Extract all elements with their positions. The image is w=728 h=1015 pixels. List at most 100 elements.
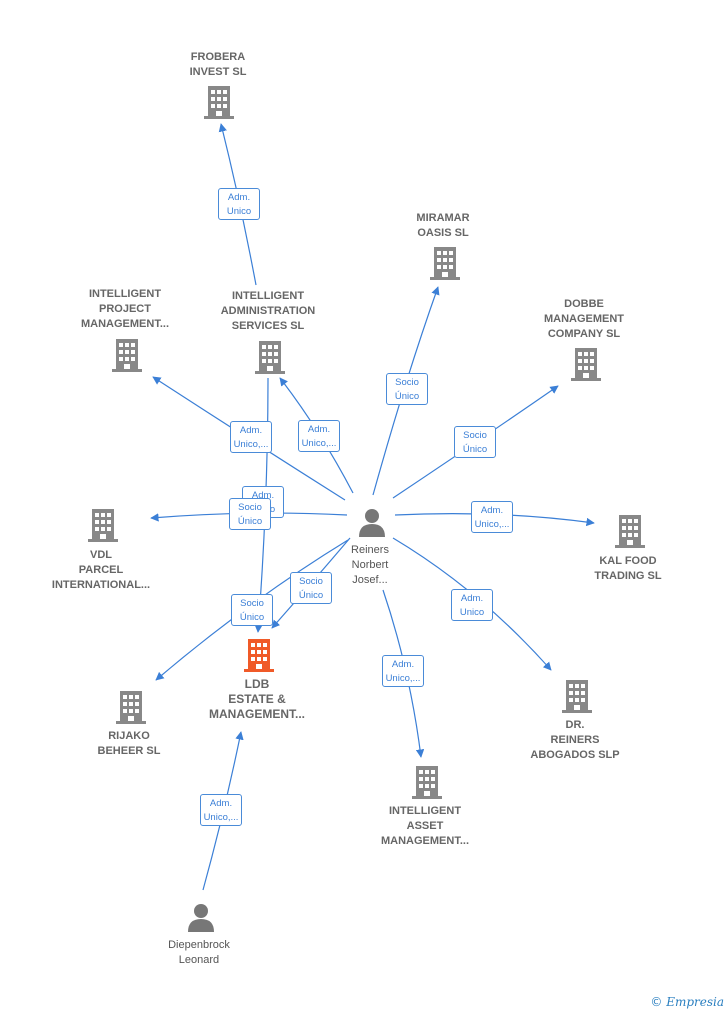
edge-label-ldb[interactable]: Socio Único [290, 572, 332, 604]
edge-label-rijako[interactable]: Socio Único [231, 594, 273, 626]
label-line: INVEST SL [189, 66, 247, 78]
edge-label-kal[interactable]: Adm. Unico,... [471, 501, 513, 533]
building-icon [112, 339, 142, 372]
company-label-intelligent-asset: INTELLIGENT ASSET MANAGEMENT... [381, 804, 469, 849]
edge-label-line: Adm. [391, 659, 415, 670]
company-ldb-focus[interactable] [244, 637, 274, 678]
company-rijako[interactable] [116, 689, 146, 730]
label-line: PROJECT [99, 303, 151, 315]
person-icon [188, 904, 214, 932]
building-icon [430, 247, 460, 280]
building-icon [615, 515, 645, 548]
edge-label-drreiners[interactable]: Adm. Unico [451, 589, 493, 621]
label-line: BEHEER SL [97, 745, 161, 757]
edge-label-line: Socio [395, 377, 419, 388]
company-label-dr-reiners: DR. REINERS ABOGADOS SLP [530, 718, 619, 763]
edge-label-line: Adm. [460, 593, 484, 604]
company-label-miramar: MIRAMAR OASIS SL [416, 211, 469, 241]
edge-label-line: Unico,... [233, 439, 269, 450]
edge-label-vdl[interactable]: Socio Único [229, 498, 271, 530]
edge-label-line: Único [394, 391, 420, 402]
company-label-intelligent-admin: INTELLIGENT ADMINISTRATION SERVICES SL [221, 289, 316, 334]
label-line: COMPANY SL [547, 328, 621, 340]
building-icon [571, 348, 601, 381]
person-reiners[interactable] [357, 507, 387, 542]
building-icon [255, 341, 285, 374]
edge-label-diepenbrock[interactable]: Adm. Unico,... [200, 794, 242, 826]
edge-label-line: Único [298, 590, 324, 601]
label-line: INTELLIGENT [88, 288, 162, 300]
edge-label-miramar[interactable]: Socio Único [386, 373, 428, 405]
brand-name: Empresia [666, 995, 724, 1009]
label-line: SERVICES SL [231, 320, 305, 332]
empresia-logo: © Empresia [650, 995, 724, 1009]
label-line: ADMINISTRATION [220, 305, 316, 317]
company-dr-reiners[interactable] [562, 678, 592, 719]
building-icon [204, 86, 234, 119]
company-label-intelligent-project: INTELLIGENT PROJECT MANAGEMENT... [81, 287, 169, 332]
label-line: ABOGADOS SLP [530, 749, 620, 761]
building-icon [562, 680, 592, 713]
label-line: MIRAMAR [416, 212, 470, 224]
edge-label-frobera[interactable]: Adm. Unico [218, 188, 260, 220]
label-line: RIJAKO [108, 730, 150, 742]
company-intelligent-project[interactable] [112, 337, 142, 378]
label-line: Diepenbrock [168, 939, 230, 951]
edge-label-line: Unico,... [301, 438, 337, 449]
company-kal[interactable] [615, 513, 645, 554]
edge-label-line: Adm. [251, 490, 275, 501]
edge-label-dobbe[interactable]: Socio Único [454, 426, 496, 458]
edge-label-line: Único [462, 444, 488, 455]
person-label-reiners: Reiners Norbert Josef... [351, 543, 389, 588]
company-frobera[interactable] [204, 84, 234, 125]
edge-label-line: Unico [226, 206, 252, 217]
edge-label-line: Adm. [307, 424, 331, 435]
edge-label-line: Socio [240, 598, 264, 609]
label-line: Reiners [351, 544, 389, 556]
edge-label-line: Unico,... [474, 519, 510, 530]
person-icon [359, 509, 385, 537]
edge-label-line: Adm. [209, 798, 233, 809]
label-line: MANAGEMENT... [381, 835, 469, 847]
company-intelligent-admin[interactable] [255, 339, 285, 380]
company-intelligent-asset[interactable] [412, 764, 442, 805]
edge-label-line: Adm. [227, 192, 251, 203]
edge-label-line: Socio [238, 502, 262, 513]
label-line: Leonard [178, 954, 220, 966]
building-icon [88, 509, 118, 542]
label-line: VDL [90, 549, 112, 561]
company-label-vdl: VDL PARCEL INTERNATIONAL... [52, 548, 150, 593]
label-line: KAL FOOD [599, 555, 657, 567]
label-line: LDB [244, 677, 270, 691]
label-line: DR. [565, 719, 585, 731]
label-line: FROBERA [190, 51, 246, 63]
person-diepenbrock[interactable] [186, 902, 216, 937]
edge-label-intadmin[interactable]: Adm. Unico,... [298, 420, 340, 452]
edge-label-line: Unico,... [385, 673, 421, 684]
edge-label-line: Socio [299, 576, 323, 587]
edge-label-line: Único [239, 612, 265, 623]
edge-label-intasset[interactable]: Adm. Unico,... [382, 655, 424, 687]
label-line: ESTATE & [228, 692, 286, 706]
label-line: INTELLIGENT [388, 805, 462, 817]
company-label-ldb: LDB ESTATE & MANAGEMENT... [209, 677, 305, 722]
edge-label-line: Unico,... [203, 812, 239, 823]
label-line: OASIS SL [417, 227, 469, 239]
company-miramar[interactable] [430, 245, 460, 286]
edge-label-line: Único [237, 516, 263, 527]
company-dobbe[interactable] [571, 346, 601, 387]
edge-label-intproject[interactable]: Adm. Unico,... [230, 421, 272, 453]
company-label-kal: KAL FOOD TRADING SL [594, 554, 661, 584]
edge-label-line: Socio [463, 430, 487, 441]
label-line: INTERNATIONAL... [51, 579, 151, 591]
copyright-icon: © [650, 995, 663, 1009]
label-line: REINERS [550, 734, 600, 746]
building-icon [244, 639, 274, 672]
label-line: INTELLIGENT [231, 290, 305, 302]
label-line: Josef... [352, 574, 388, 586]
company-vdl[interactable] [88, 507, 118, 548]
label-line: TRADING SL [594, 570, 662, 582]
company-label-dobbe: DOBBE MANAGEMENT COMPANY SL [544, 297, 624, 342]
label-line: Norbert [351, 559, 389, 571]
